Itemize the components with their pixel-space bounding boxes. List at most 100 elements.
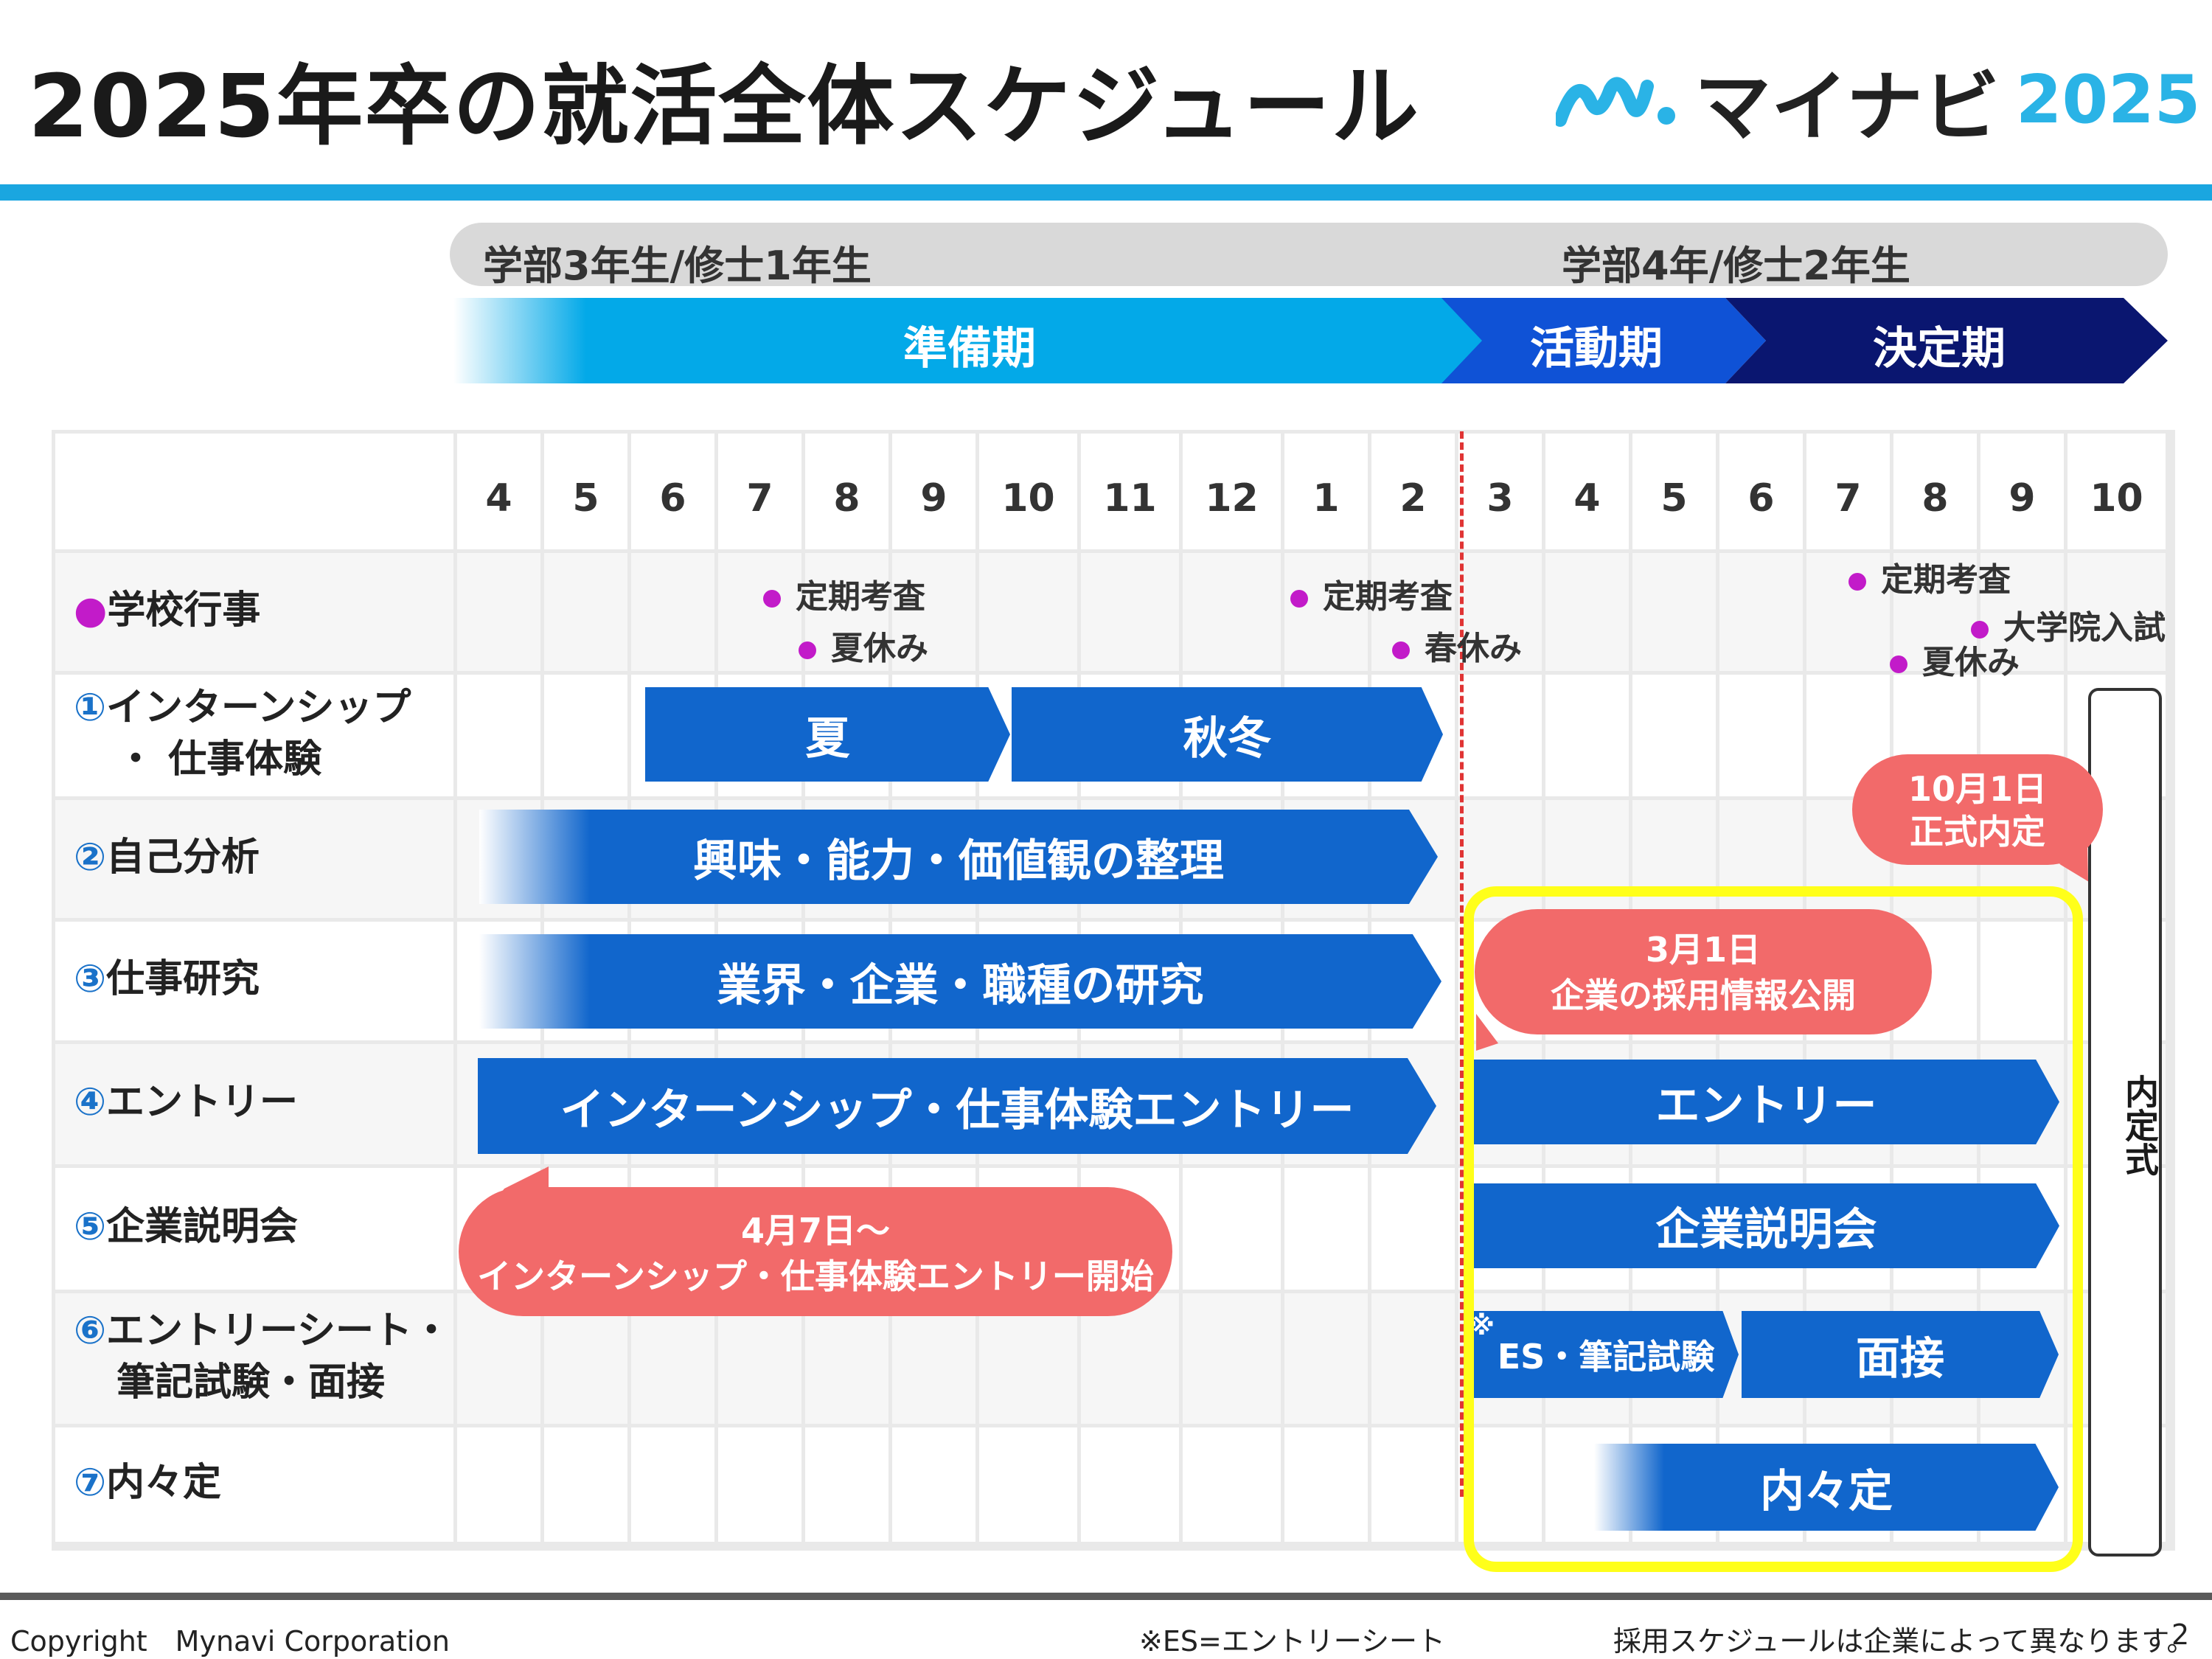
event-summer-break-2: 夏休み (1890, 636, 2020, 683)
schedule-cell (1545, 800, 1629, 918)
row-label-cell (55, 1168, 453, 1290)
bar-entry: エントリー (1473, 1060, 2059, 1144)
schedule-cell (1284, 1427, 1368, 1542)
event-legend-dot-icon: ● (74, 588, 108, 633)
grade-bar: 学部3年生/修士1年生 学部4年/修士2年生 (450, 223, 2168, 289)
event-dot-icon (763, 590, 781, 608)
month-label: 1 (1312, 476, 1340, 521)
month-header-cell: 6 (1719, 434, 1803, 549)
row-title: 内々定 (106, 1461, 222, 1505)
row-title: 自己分析 (106, 835, 260, 880)
row-label: ⑦内々定 (74, 1457, 221, 1509)
schedule-cell (1980, 922, 2064, 1040)
page-number: 2 (2171, 1618, 2190, 1651)
offer-ceremony-box: 内定式 (2088, 688, 2162, 1557)
bar-company-briefing: 企業説明会 (1473, 1183, 2059, 1268)
bar-internship-entry: インターンシップ・仕事体験エントリー (478, 1058, 1436, 1154)
callout-info-release: 3月1日 企業の採用情報公開 (1475, 909, 1932, 1034)
month-label: 9 (920, 476, 947, 521)
month-label: 10 (2090, 476, 2143, 521)
schedule-cell (1893, 553, 1977, 671)
schedule-cell (1183, 1293, 1281, 1424)
row-number-icon: ⑥ (74, 1309, 107, 1353)
month-header-cell: 9 (892, 434, 975, 549)
header-corner-cell (55, 434, 453, 549)
schedule-cell (631, 553, 714, 671)
row-label: ③仕事研究 (74, 953, 260, 1005)
callout-intern-entry-start: 4月7日～ インターンシップ・仕事体験エントリー開始 (459, 1187, 1172, 1316)
footer-divider (0, 1593, 2212, 1600)
event-label: 定期考査 (796, 578, 925, 616)
schedule-cell (1980, 553, 2064, 671)
schedule-cell (1371, 1293, 1455, 1424)
schedule-cell (1183, 553, 1281, 671)
grade-label-senior: 学部4年/修士2年生 (1562, 243, 1910, 289)
schedule-cell (718, 553, 801, 671)
offer-ceremony-label: 内定式 (2120, 1074, 2160, 1176)
month-header-cell: 5 (1632, 434, 1716, 549)
footer-disclaimer: 採用スケジュールは企業によって異なります。 (1613, 1625, 2195, 1658)
schedule-cell (1719, 553, 1803, 671)
schedule-cell (979, 1427, 1077, 1542)
month-header-cell: 7 (1806, 434, 1890, 549)
schedule-cell (457, 675, 540, 796)
month-header-cell: 4 (1545, 434, 1629, 549)
month-label: 10 (1001, 476, 1055, 521)
row-title: 企業説明会 (106, 1205, 299, 1249)
event-label: 夏休み (831, 630, 928, 667)
row-label-cell (55, 1044, 453, 1164)
row-label: ●学校行事 (74, 585, 260, 636)
schedule-cell (1081, 1427, 1179, 1542)
month-label: 9 (2008, 476, 2036, 521)
schedule-cell (544, 1427, 627, 1542)
event-dot-icon (1971, 621, 1989, 639)
footer-note: ※ES=エントリーシート (1139, 1625, 1446, 1658)
mynavi-mark-icon (1556, 77, 1675, 127)
phase-preparation: 準備期 (453, 298, 1486, 383)
event-grad-school-exam: 大学院入試 (1971, 601, 2166, 648)
callout-line: 10月1日 (1907, 769, 2048, 809)
row-title-line2: ・ 仕事体験 (116, 737, 322, 782)
row-title: エントリー (106, 1080, 299, 1124)
schedule-cell (718, 1427, 801, 1542)
month-label: 8 (833, 476, 860, 521)
month-label: 12 (1205, 476, 1259, 521)
month-header-cell: 12 (1183, 434, 1281, 549)
row-label-cell (55, 553, 453, 671)
schedule-cell (1371, 1427, 1455, 1542)
row-number-icon: ② (74, 835, 107, 880)
row-label-cell (55, 922, 453, 1040)
phase-divider-line (1460, 431, 1464, 1497)
month-label: 6 (659, 476, 686, 521)
bar-self-analysis: 興味・能力・価値観の整理 (479, 810, 1438, 904)
schedule-cell (1284, 553, 1368, 671)
bar-autumn-winter-internship: 秋冬 (1012, 687, 1443, 782)
row-title: インターンシップ (106, 686, 411, 730)
row-label: ①インターンシップ・ 仕事体験 (74, 682, 411, 785)
month-label: 7 (746, 476, 773, 521)
event-dot-icon (1890, 655, 1907, 673)
row-label: ⑤企業説明会 (74, 1201, 298, 1253)
grade-label-junior: 学部3年生/修士1年生 (483, 243, 872, 289)
phase-decision: 決定期 (1725, 298, 2168, 383)
month-header-cell: 8 (805, 434, 888, 549)
month-label: 3 (1486, 476, 1514, 521)
event-exam-2: 定期考査 (1290, 570, 1453, 617)
row-number-icon: ③ (74, 957, 107, 1001)
schedule-cell (1719, 675, 1803, 796)
month-header-cell: 8 (1893, 434, 1977, 549)
row-title-line2: 筆記試験・面接 (116, 1360, 386, 1405)
schedule-cell (1458, 553, 1542, 671)
event-label: 定期考査 (1323, 578, 1453, 616)
month-header-cell: 1 (1284, 434, 1368, 549)
phase-activity-label: 活動期 (1530, 323, 1663, 375)
event-label: 夏休み (1922, 644, 2020, 681)
schedule-cell (631, 1427, 714, 1542)
callout-line: 企業の採用情報公開 (1551, 975, 1856, 1015)
event-exam-1: 定期考査 (763, 570, 925, 617)
schedule-cell (544, 553, 627, 671)
month-header-cell: 6 (631, 434, 714, 549)
phase-preparation-label: 準備期 (903, 323, 1036, 375)
schedule-cell (1545, 675, 1629, 796)
highlight-frame (1464, 886, 2083, 1572)
